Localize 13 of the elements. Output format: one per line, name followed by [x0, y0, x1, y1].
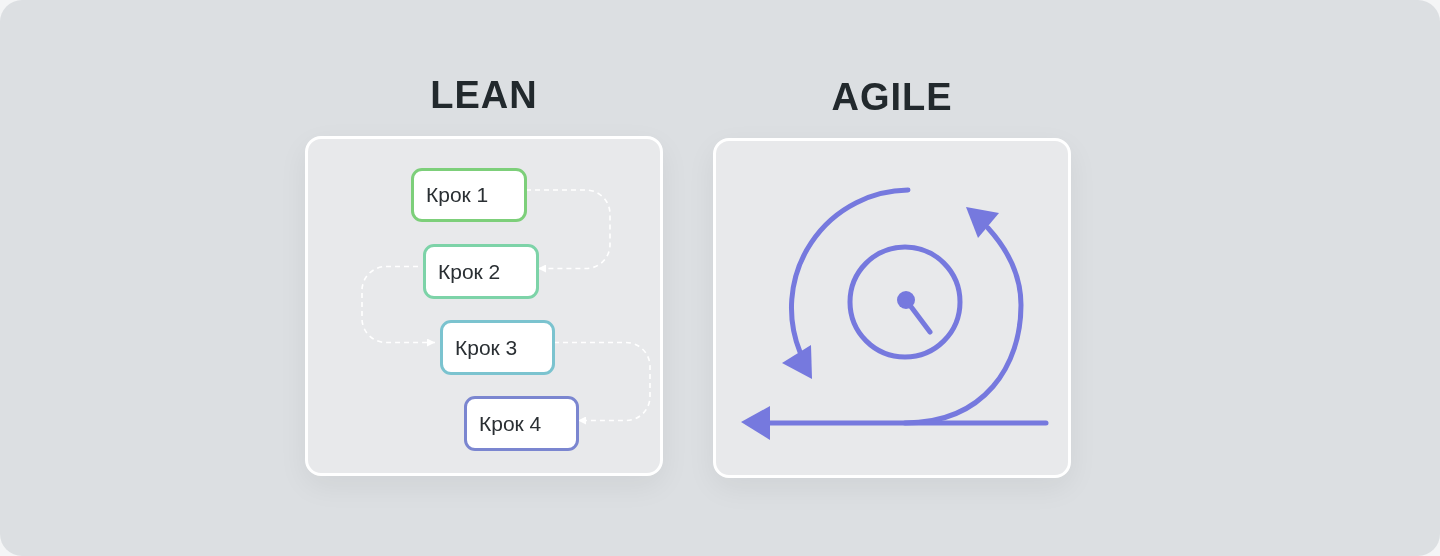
dashed-arrow: [361, 265, 436, 347]
step-box: [423, 244, 539, 299]
step-label: Крок 3: [455, 335, 518, 360]
step-box: [411, 168, 527, 222]
step-label: Крок 4: [479, 411, 542, 436]
step-label: Крок 2: [438, 259, 501, 284]
dashed-arrow: [525, 189, 611, 273]
step-box: [440, 320, 555, 375]
dashed-arrow: [553, 341, 651, 425]
panel-heading: AGILE: [830, 75, 954, 119]
step-label: Крок 1: [426, 183, 489, 207]
panel-heading: LEAN: [429, 73, 539, 117]
step-box: [464, 396, 579, 451]
